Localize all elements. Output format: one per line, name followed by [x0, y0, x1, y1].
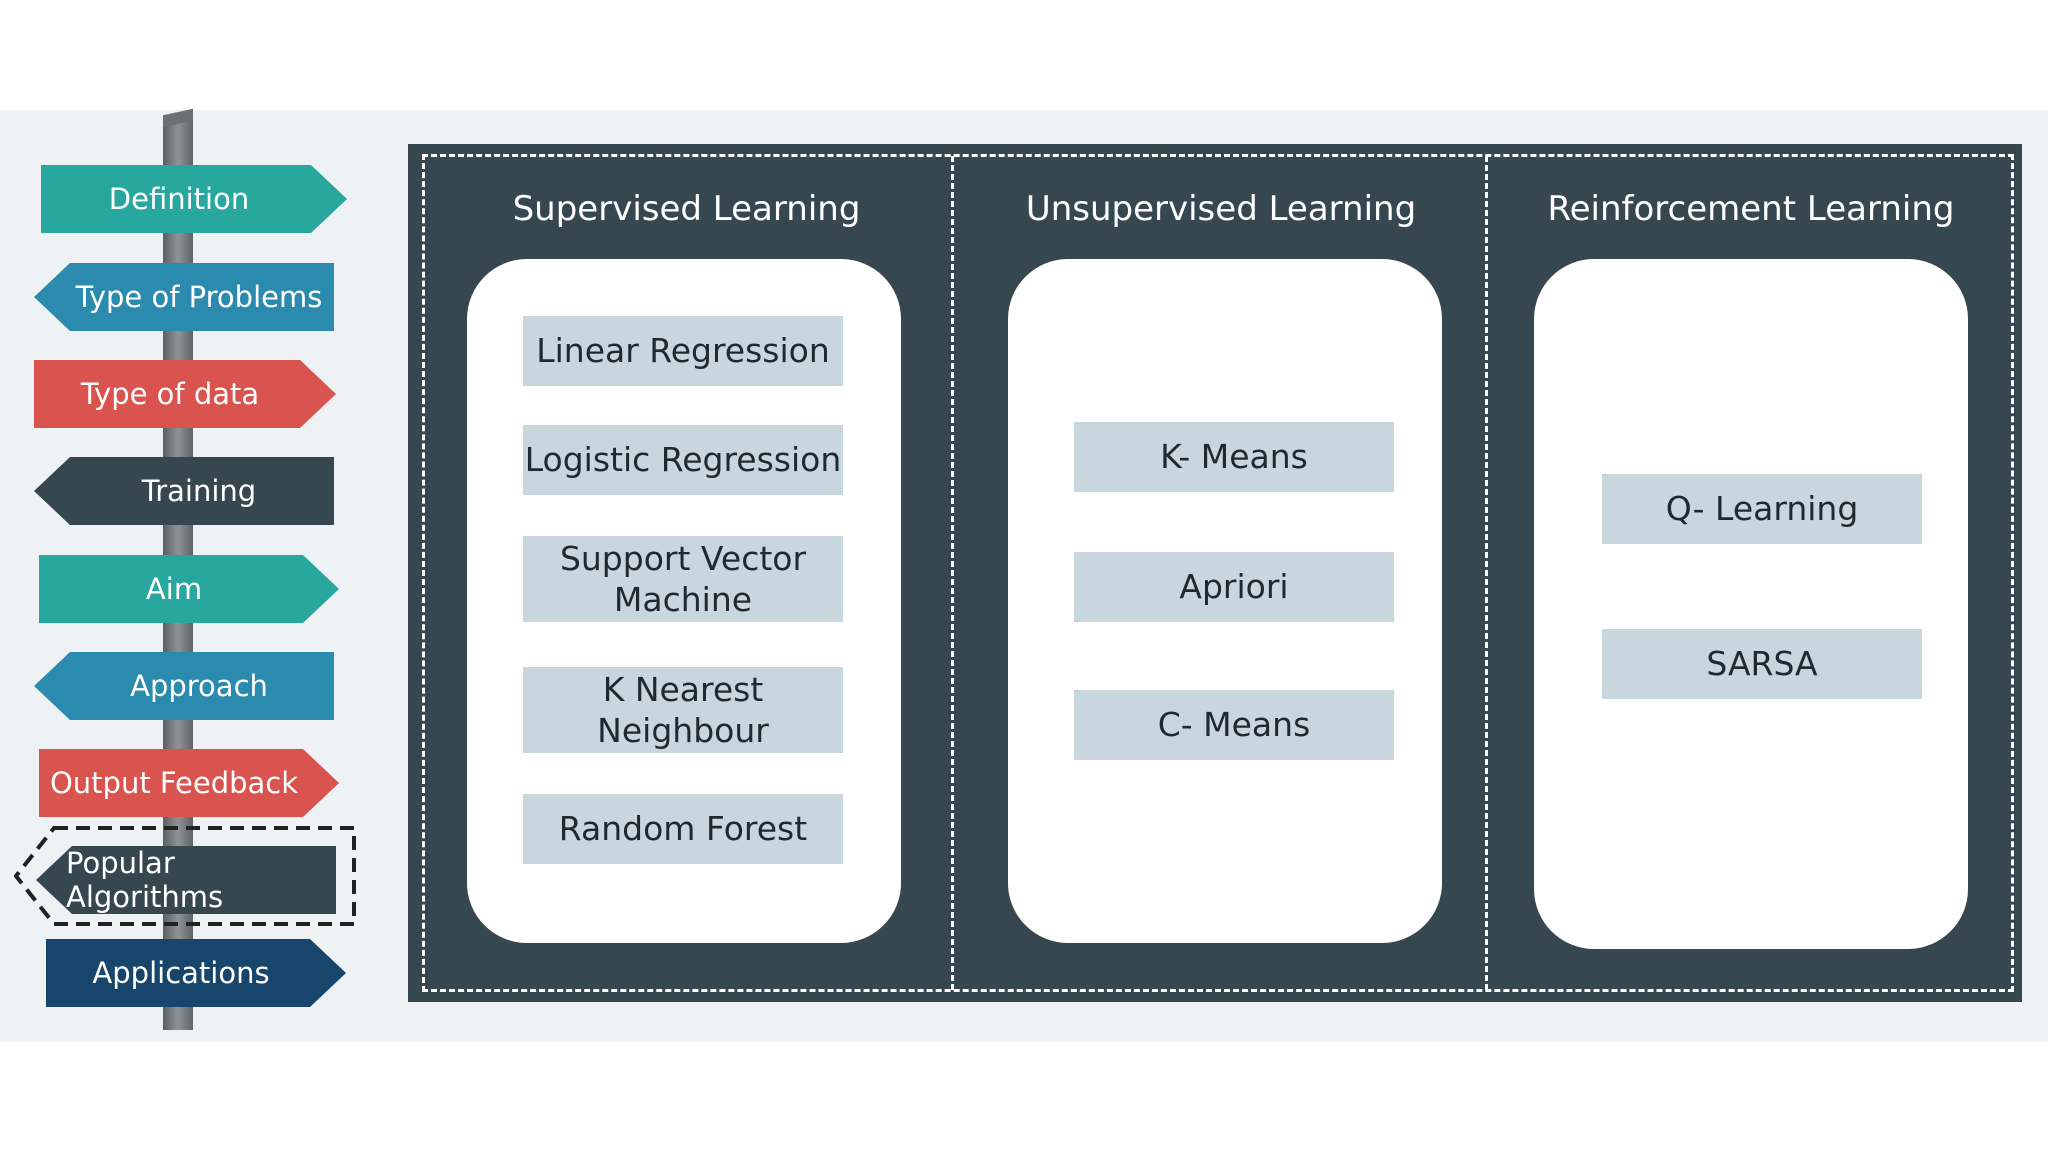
card-reinforcement: Q- Learning SARSA [1534, 259, 1968, 949]
card-supervised: Linear Regression Logistic Regression Su… [467, 259, 901, 943]
sign-label: Output Feedback [49, 766, 299, 800]
algo-k-means: K- Means [1074, 422, 1394, 492]
sign-label: Aim [145, 572, 203, 606]
sign-applications[interactable]: Applications [46, 939, 346, 1007]
sign-popular-algorithms[interactable]: Popular Algorithms [36, 846, 336, 914]
algorithms-panel: Supervised Learning Linear Regression Lo… [408, 144, 2022, 1002]
sign-label: Type of data [80, 377, 260, 411]
highlight-frame [14, 826, 356, 926]
sign-label: Popular Algorithms [66, 846, 224, 914]
algo-k-nearest-neighbour: K Nearest Neighbour [523, 667, 843, 753]
algo-apriori: Apriori [1074, 552, 1394, 622]
algo-q-learning: Q- Learning [1602, 474, 1922, 544]
sign-type-of-problems[interactable]: Type of Problems [34, 263, 334, 331]
sign-label: Approach [130, 669, 268, 703]
column-title-reinforcement: Reinforcement Learning [1547, 189, 1955, 229]
algo-sarsa: SARSA [1602, 629, 1922, 699]
column-divider [951, 156, 954, 990]
panel-dashed-border [422, 154, 2014, 992]
algo-logistic-regression: Logistic Regression [523, 425, 843, 495]
sign-training[interactable]: Training [34, 457, 334, 525]
algo-c-means: C- Means [1074, 690, 1394, 760]
sign-label: Definition [108, 182, 250, 216]
algo-random-forest: Random Forest [523, 794, 843, 864]
sign-label: Applications [92, 956, 270, 990]
sign-approach[interactable]: Approach [34, 652, 334, 720]
sign-label: Training [141, 474, 257, 508]
algo-support-vector-machine: Support Vector Machine [523, 536, 843, 622]
column-title-unsupervised: Unsupervised Learning [1025, 189, 1417, 229]
sign-type-of-data[interactable]: Type of data [34, 360, 336, 428]
sign-output-feedback[interactable]: Output Feedback [39, 749, 339, 817]
algo-linear-regression: Linear Regression [523, 316, 843, 386]
sign-aim[interactable]: Aim [39, 555, 339, 623]
sign-definition[interactable]: Definition [41, 165, 347, 233]
card-unsupervised: K- Means Apriori C- Means [1008, 259, 1442, 943]
column-title-supervised: Supervised Learning [512, 189, 861, 229]
column-divider [1485, 156, 1488, 990]
sign-label: Type of Problems [75, 280, 323, 314]
